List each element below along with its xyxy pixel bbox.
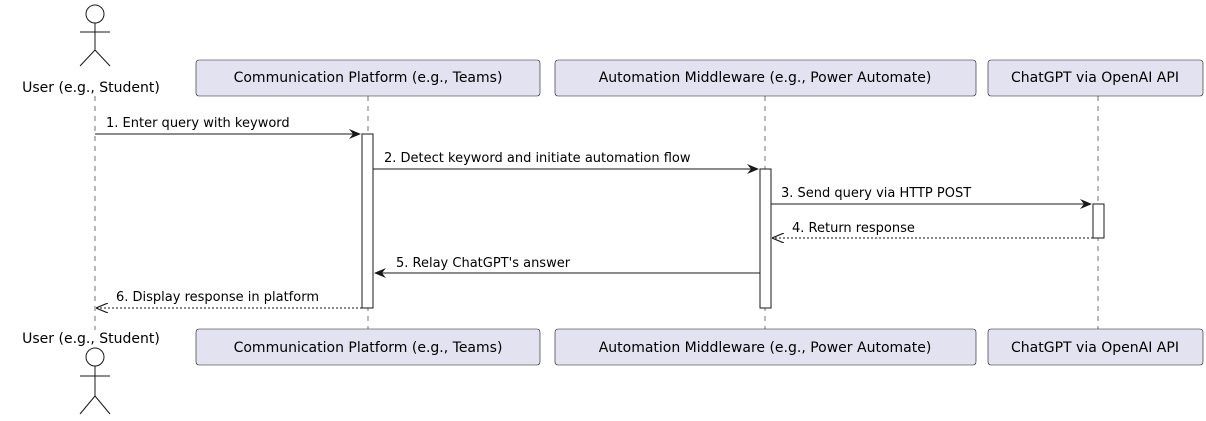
participant-label-middleware: Automation Middleware (e.g., Power Autom… <box>599 340 932 356</box>
activation-platform <box>361 133 374 309</box>
messages: 1. Enter query with keyword 2. Detect ke… <box>95 116 1093 308</box>
participant-platform-bottom: Communication Platform (e.g., Teams) <box>195 328 541 366</box>
message-2: 2. Detect keyword and initiate automatio… <box>373 151 759 174</box>
participant-box <box>554 59 977 97</box>
participants-bottom: User (e.g., Student) Communication Platf… <box>22 328 1204 415</box>
participant-middleware-bottom: Automation Middleware (e.g., Power Autom… <box>554 328 977 366</box>
participant-label-platform: Communication Platform (e.g., Teams) <box>234 340 503 356</box>
participant-label-user: User (e.g., Student) <box>22 331 160 347</box>
participants-top: User (e.g., Student) Communication Platf… <box>22 4 1204 97</box>
participant-label-platform: Communication Platform (e.g., Teams) <box>234 70 503 86</box>
message-3: 3. Send query via HTTP POST <box>771 186 1092 209</box>
participant-chatgpt-bottom: ChatGPT via OpenAI API <box>987 328 1204 366</box>
participant-middleware-top: Automation Middleware (e.g., Power Autom… <box>554 59 977 97</box>
actor-figure-icon <box>79 4 111 67</box>
message-5: 5. Relay ChatGPT's answer <box>374 256 760 278</box>
message-label: 5. Relay ChatGPT's answer <box>396 256 571 271</box>
activation-middleware <box>759 168 772 309</box>
message-label: 6. Display response in platform <box>116 290 319 305</box>
message-label: 1. Enter query with keyword <box>106 116 290 131</box>
participant-box <box>987 328 1204 366</box>
participant-label-user: User (e.g., Student) <box>22 80 160 96</box>
actor-user-bottom: User (e.g., Student) <box>22 331 160 415</box>
message-label: 4. Return response <box>792 221 915 236</box>
message-label: 3. Send query via HTTP POST <box>781 186 971 201</box>
activation-chatgpt <box>1092 203 1105 239</box>
participant-box <box>987 59 1204 97</box>
actor-figure-icon <box>79 347 111 415</box>
message-4: 4. Return response <box>773 221 1093 238</box>
message-1: 1. Enter query with keyword <box>95 116 361 139</box>
message-6: 6. Display response in platform <box>97 290 362 308</box>
message-label: 2. Detect keyword and initiate automatio… <box>384 151 691 166</box>
actor-user-top: User (e.g., Student) <box>22 4 160 96</box>
participant-chatgpt-top: ChatGPT via OpenAI API <box>987 59 1204 97</box>
participant-box <box>554 328 977 366</box>
activations <box>361 133 1105 309</box>
participant-platform-top: Communication Platform (e.g., Teams) <box>195 59 541 97</box>
participant-box <box>195 59 541 97</box>
participant-label-chatgpt: ChatGPT via OpenAI API <box>1011 340 1179 356</box>
participant-label-middleware: Automation Middleware (e.g., Power Autom… <box>599 70 932 86</box>
participant-box <box>195 328 541 366</box>
participant-label-chatgpt: ChatGPT via OpenAI API <box>1011 70 1179 86</box>
